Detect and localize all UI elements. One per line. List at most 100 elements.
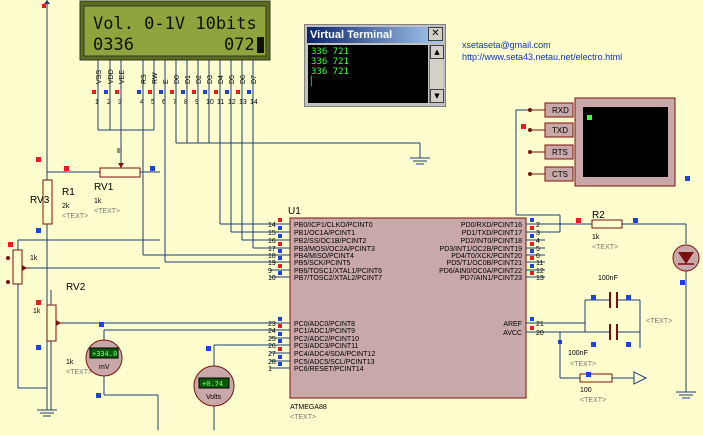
ground-left <box>18 387 57 417</box>
pin-marker <box>530 326 534 330</box>
pin-marker <box>278 242 282 246</box>
c2-value: 100nF <box>568 350 588 357</box>
mcu-pin-name: PD6/AIN0/OC0A/PCINT22 <box>439 268 522 275</box>
serial-pin-label: RXD <box>552 106 569 115</box>
contact-email: xsetaseta@gmail.com <box>462 40 551 50</box>
serial-pin-label: RTS <box>552 148 568 157</box>
lcd-pin-number: 13 <box>239 99 247 106</box>
lcd-pin-name: RS <box>141 74 148 84</box>
scroll-up-icon[interactable]: ▲ <box>430 45 444 59</box>
rv1-ref: RV1 <box>94 182 114 193</box>
lcd-pin-number: 8 <box>184 99 188 106</box>
mcu-part: ATMEGA88 <box>290 404 327 411</box>
lcd-pin-name: RW <box>152 72 159 84</box>
pin-marker <box>214 90 218 94</box>
r2-value: 1k <box>592 234 600 241</box>
virtual-terminal-screen[interactable]: 336 721 336 721 336 721 ▏ <box>308 45 428 103</box>
r3-text: <TEXT> <box>580 397 606 404</box>
lcd-pin-name: D7 <box>251 75 258 84</box>
mcu-pin-number: 20 <box>536 330 544 337</box>
pin-marker <box>104 90 108 94</box>
lcd-pin-number: 7 <box>173 99 177 106</box>
led <box>672 244 700 392</box>
close-icon[interactable]: ✕ <box>428 27 443 41</box>
rv1-potentiometer: RV1 1k <TEXT> <box>47 148 160 215</box>
mcu-pin-number: 13 <box>536 275 544 282</box>
mcu-pin-number: 10 <box>268 275 276 282</box>
serial-pin-label: CTS <box>552 170 568 179</box>
serial-pin-dot <box>528 172 532 176</box>
mcu-pin-name: PC5/ADC5/SCL/PCINT13 <box>294 359 375 366</box>
lcd-pin-name: D4 <box>218 75 225 84</box>
mcu-pin-number: 26 <box>268 343 276 350</box>
pin-marker <box>278 226 282 230</box>
mcu-pin-name: PB6/TOSC1/XTAL1/PCINT6 <box>294 268 382 275</box>
virtual-terminal-scrollbar[interactable]: ▲ ▼ <box>429 45 444 103</box>
mcu-pin-number: 24 <box>268 328 276 335</box>
virtual-terminal-window[interactable]: Virtual Terminal ✕ 336 721 336 721 336 7… <box>304 24 446 107</box>
pin-marker <box>530 226 534 230</box>
mcu-text: <TEXT> <box>290 414 316 421</box>
pin-marker <box>278 218 282 222</box>
mcu-pin-number: 11 <box>536 260 543 267</box>
lcd-pin-name: VDD <box>108 69 115 84</box>
mcu-pin-number: 3 <box>536 230 540 237</box>
mcu-pin-name: PC1/ADC1/PCINT9 <box>294 328 355 335</box>
pin-marker <box>247 90 251 94</box>
mcu-pin-number: 18 <box>268 253 276 260</box>
pin-marker <box>530 271 534 275</box>
c1-text: <TEXT> <box>646 318 672 325</box>
pin-marker <box>278 355 282 359</box>
scroll-down-icon[interactable]: ▼ <box>430 89 444 103</box>
pin-marker <box>278 339 282 343</box>
mcu-pin-number: 1 <box>268 366 272 373</box>
mcu-pin-name: PB2/SS/OC1B/PCINT2 <box>294 238 366 245</box>
r3-resistor: 100 <TEXT> <box>560 371 648 404</box>
rv2-text: <TEXT> <box>66 369 92 376</box>
pin-marker <box>278 264 282 268</box>
mcu-pin-name: PB7/TOSC2/XTAL2/PCINT7 <box>294 275 382 282</box>
terminal-line: 336 721 <box>311 47 349 57</box>
lcd-pin-name: D0 <box>174 75 181 84</box>
lcd-pin-number: 12 <box>228 99 236 106</box>
capacitor-c2: 100nF <TEXT> <box>545 324 640 378</box>
lcd-pin-name: D2 <box>196 75 203 84</box>
mcu-pin-name: PC2/ADC2/PCINT10 <box>294 336 359 343</box>
pin-marker <box>278 332 282 336</box>
voltmeter-mv-reading: +334.0 <box>92 350 117 358</box>
pin-marker <box>530 256 534 260</box>
r3-value: 100 <box>580 387 592 394</box>
rv3-potentiometer: 1k <box>6 239 160 388</box>
mcu-pin-number: 21 <box>536 321 544 328</box>
r2-resistor: R2 1k <TEXT> <box>575 210 687 251</box>
mcu-pin-number: 25 <box>268 336 276 343</box>
pin-marker <box>203 90 207 94</box>
pin-marker <box>278 271 282 275</box>
mcu-pin-name: PC4/ADC4/SDA/PCINT12 <box>294 351 375 358</box>
pin-marker <box>170 90 174 94</box>
c1-value: 100nF <box>598 275 618 282</box>
mcu-pin-name: PD1/TXD/PCINT17 <box>462 230 522 237</box>
pin-marker <box>192 90 196 94</box>
mcu-pin-name: PB3/MOSI/OC2A/PCINT3 <box>294 246 375 253</box>
serial-pin-dot <box>528 150 532 154</box>
mcu-pin-number: 14 <box>268 222 276 229</box>
mcu-pin-name: PD0/RXD/PCINT16 <box>461 222 522 229</box>
lcd-pin-number: 14 <box>250 99 258 106</box>
lcd-pin-number: 11 <box>217 99 224 106</box>
mcu-pin-number: 15 <box>268 230 276 237</box>
mcu-pin-name: PD3/INT1/OC2B/PCINT19 <box>440 246 523 253</box>
pin-marker <box>225 90 229 94</box>
uart-wires <box>515 109 575 233</box>
pin-marker <box>278 362 282 366</box>
r1-resistor: R1 RV3 2k <TEXT> <box>30 157 88 233</box>
terminal-line: 336 721 <box>311 67 349 77</box>
serial-pin-dot <box>528 108 532 112</box>
lcd-pin-number: 4 <box>140 99 144 106</box>
lcd-pin-name: E <box>163 79 170 84</box>
mcu-pin-name: PD5/T1/OC0B/PCINT21 <box>447 260 523 267</box>
mcu-pin-name: PC3/ADC3/PCINT11 <box>294 343 359 350</box>
pin-marker <box>530 234 534 238</box>
serial-pin-dot <box>528 128 532 132</box>
lcd-pin-name: D5 <box>229 75 236 84</box>
